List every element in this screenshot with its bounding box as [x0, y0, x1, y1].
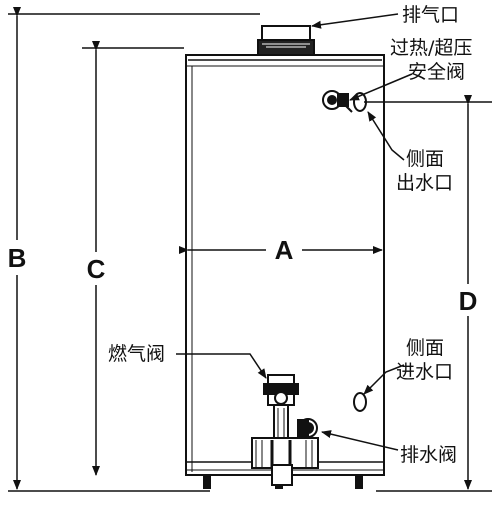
relief-valve-label-line2: 安全阀 — [408, 61, 465, 83]
gas-valve-leader — [176, 353, 267, 379]
relief-valve-fitting — [322, 90, 353, 113]
drain-valve-leader — [321, 430, 399, 451]
drain-valve-fitting — [297, 418, 318, 438]
leader-lines — [176, 13, 413, 451]
dimension-d — [364, 95, 492, 492]
drain-valve-label: 排水阀 — [400, 444, 457, 466]
gas-valve-label: 燃气阀 — [108, 343, 165, 365]
exhaust-port-label: 排气口 — [402, 4, 459, 26]
relief-valve-leader — [349, 73, 413, 101]
side-outlet-label-line1: 侧面 — [406, 148, 444, 170]
side-inlet-leader — [363, 364, 405, 395]
dimension-c-label: C — [87, 254, 106, 284]
dimension-b — [8, 7, 260, 492]
relief-valve-label-line1: 过热/超压 — [390, 37, 472, 59]
side-outlet-label-line2: 出水口 — [396, 172, 453, 194]
dimension-c — [82, 41, 184, 476]
dimension-a-label: A — [275, 235, 294, 265]
side-inlet-fitting — [353, 392, 367, 412]
exhaust-leader — [311, 13, 399, 29]
side-outlet-leader — [367, 111, 405, 161]
exhaust-flue — [257, 25, 315, 56]
side-inlet-label-line2: 进水口 — [396, 361, 453, 383]
dimension-b-label: B — [8, 243, 27, 273]
gas-valve-assembly — [251, 374, 319, 486]
side-inlet-label-line1: 侧面 — [406, 337, 444, 359]
dimension-d-label: D — [459, 286, 478, 316]
